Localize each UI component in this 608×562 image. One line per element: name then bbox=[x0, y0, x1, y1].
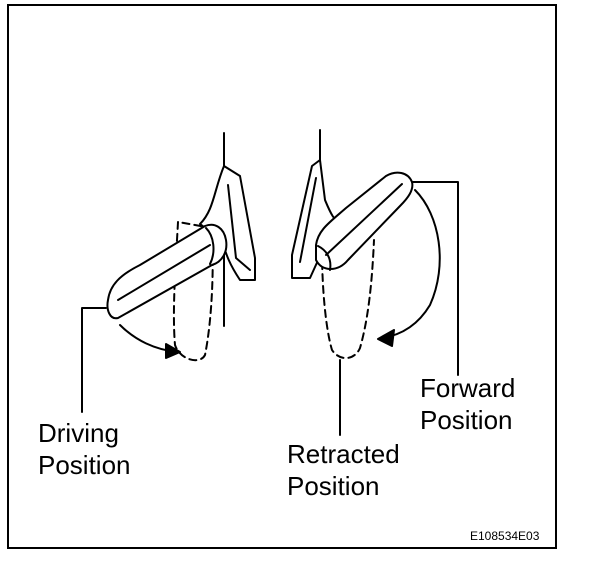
driving-label-line2: Position bbox=[38, 450, 131, 480]
left-mirror-base-edge bbox=[227, 184, 251, 271]
driving-label-line1: Driving bbox=[38, 418, 119, 448]
left-rotation-arrowhead bbox=[165, 343, 181, 359]
left-mirror-head-edge bbox=[117, 244, 211, 301]
left-mirror-head-joint bbox=[205, 227, 215, 265]
right-rotation-arc bbox=[381, 189, 441, 339]
forward-label-line2: Position bbox=[420, 405, 513, 435]
left-mirror-ghost bbox=[172, 221, 214, 362]
forward-position-label: Forward Position bbox=[420, 372, 515, 436]
forward-leader-line bbox=[411, 181, 459, 376]
retracted-position-label: Retracted Position bbox=[287, 438, 400, 502]
retracted-label-line1: Retracted bbox=[287, 439, 400, 469]
diagram-frame bbox=[7, 4, 557, 549]
right-mirror-base-edge bbox=[299, 177, 317, 263]
figure-code: E108534E03 bbox=[470, 529, 540, 543]
right-mirror-head-edge bbox=[325, 183, 403, 256]
right-rotation-arrowhead bbox=[377, 329, 395, 347]
retracted-label-line2: Position bbox=[287, 471, 380, 501]
right-mirror-head-joint bbox=[317, 245, 332, 271]
right-mirror-ghost bbox=[321, 239, 375, 359]
driving-position-label: Driving Position bbox=[38, 417, 131, 481]
driving-leader-line bbox=[81, 307, 107, 413]
forward-label-line1: Forward bbox=[420, 373, 516, 403]
